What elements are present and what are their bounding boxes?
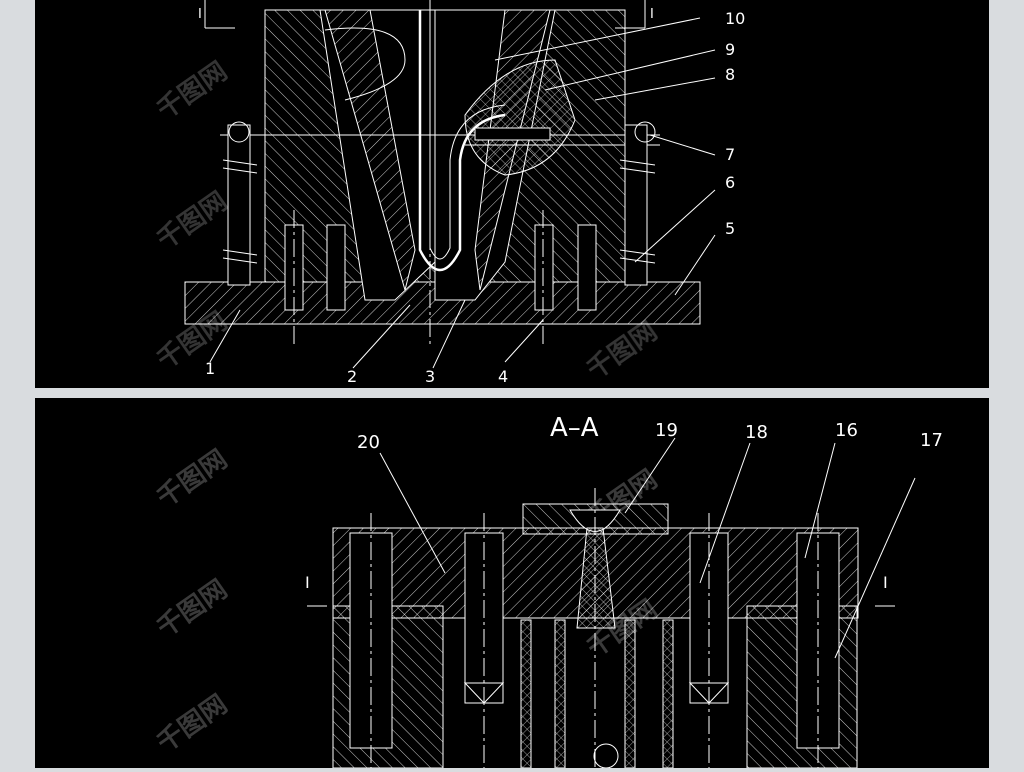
runner-hole [593,743,619,769]
formed-wall [624,619,636,769]
callout-label: 10 [725,9,745,28]
callout-label: 20 [357,432,380,453]
leader-line [804,442,836,559]
leader-line [834,477,916,659]
callout-label: 6 [725,173,735,192]
pressure-pad [464,59,576,176]
leader-line [352,304,411,369]
pin [474,127,551,141]
callout-label: 16 [835,420,858,441]
leader-line [379,452,446,574]
right-guide-post [624,124,648,286]
right-bolt-head [634,121,656,143]
watermark-text: 千图网 [152,186,233,255]
screw [577,224,597,311]
section-mark-label: I [198,7,202,22]
watermark-text: 千图网 [152,444,233,513]
bottom-drawing-svg: 千图网 千图网 千图网 千图网 千图网 [152,413,943,769]
formed-wall [554,619,566,769]
leader-line [699,442,751,584]
callout-label: 17 [920,430,943,451]
callout-label: 19 [655,420,678,441]
screw [534,224,554,311]
section-mark-label: I [305,573,310,592]
top-drawing-panel: 千图网 千图网 千图网 千图网 千图网 [35,0,989,388]
left-bolt-head [228,121,250,143]
leader-line [432,299,466,369]
leader-line [209,309,241,363]
callout-label: 5 [725,219,735,238]
watermark-text: 千图网 [152,56,233,125]
callout-label: 18 [745,422,768,443]
callout-label: 1 [205,359,215,378]
mold-assembly-drawing [184,0,716,369]
leader-line [649,134,716,156]
callout-label: 9 [725,40,735,59]
section-mark-label: I [650,7,654,22]
top-callouts: 1 2 3 4 5 6 7 8 9 10 I I [198,7,745,386]
formed-wall [662,619,674,769]
callout-label: 2 [347,367,357,386]
leader-line [544,49,716,91]
left-spring [222,159,258,264]
leader-line [634,189,716,263]
leader-line [494,17,701,61]
watermark-text: 千图网 [152,689,233,758]
leader-line [504,319,544,363]
watermark-text: 千图网 [582,316,663,385]
formed-wall [520,619,532,769]
screw [326,224,346,311]
watermark-text: 千图网 [152,574,233,643]
curved-insert [324,27,406,101]
callout-label: 7 [725,145,735,164]
callout-label: 3 [425,367,435,386]
sprue [576,527,616,629]
leader-line [674,234,716,296]
callout-label: 8 [725,65,735,84]
bottom-drawing-panel: 千图网 千图网 千图网 千图网 千图网 [35,398,989,769]
section-title: A–A [550,413,599,443]
section-mark-label: I [883,573,888,592]
bottom-callouts: A–A 20 19 18 16 17 I I [305,413,943,592]
leader-line [594,77,716,101]
left-insert [324,9,416,292]
right-spring [619,159,656,264]
section-aa-drawing [307,437,916,769]
left-guide-post [227,124,251,286]
top-drawing-svg: 千图网 千图网 千图网 千图网 千图网 [152,0,745,386]
callout-label: 4 [498,367,508,386]
leader-line [624,437,676,514]
